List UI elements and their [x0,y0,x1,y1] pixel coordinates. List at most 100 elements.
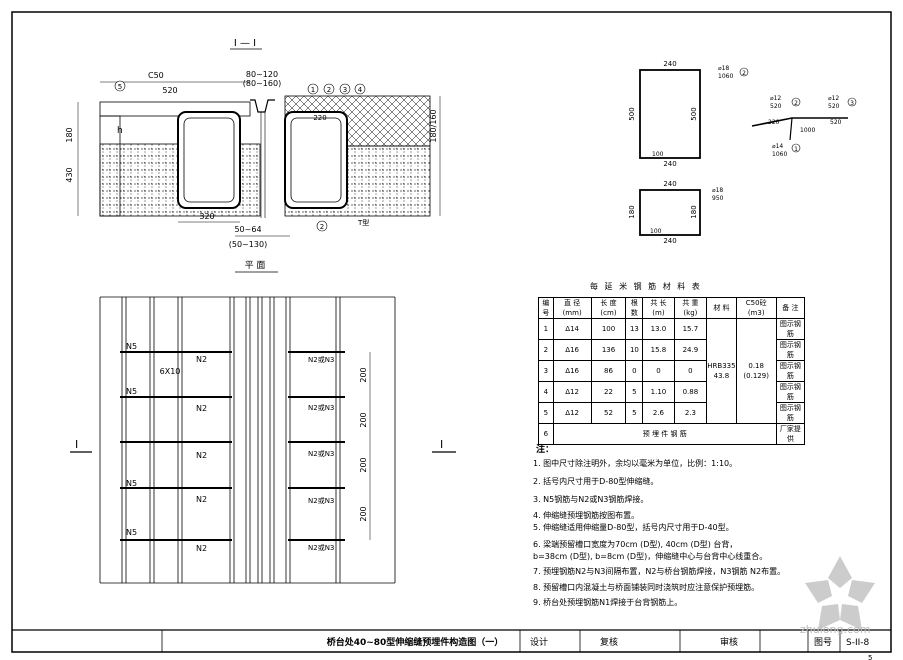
dim-gap-bottom: 50~64 [234,225,261,234]
shape3-c-len: 1060 [772,151,787,158]
table-header: 编号 直 径 (mm) 长 度 (cm) 根 数 共 长 (m) 共 重 (kg… [538,297,806,319]
note-6b: b=38cm (D型), b=8cm (D型)，伸缩缝中心与台背中心线重合。 [533,552,768,561]
cell: Δ14 [552,318,592,340]
note-2: 2. 括号内尺寸用于D-80型伸缩缝。 [533,477,659,486]
table-title: 每 延 米 钢 筋 材 料 表 [590,282,702,291]
shape3-1000: 1000 [800,127,815,134]
shape3-callout-2: 3 [850,100,854,107]
note-7: 7. 预埋钢筋N2与N3间隔布置，N2与桥台钢筋焊接，N3钢筋 N2布置。 [533,567,786,576]
shape3-callout-1: 2 [794,100,798,107]
cell: 4 [538,381,554,403]
dim-gap-top: 80~120 [246,70,278,79]
dim-200-4: 200 [359,506,368,521]
cell: 5 [538,402,554,424]
cell: Δ12 [552,402,592,424]
cell: 136 [590,339,627,361]
dim-gap-top2: (80~160) [243,79,281,88]
plan-title: 平 面 [245,260,266,271]
tb-approve: 审核 [720,636,738,648]
cell: 0 [625,360,644,382]
shape2-len: 950 [712,195,724,202]
table-row: 4 Δ12 22 5 1.10 0.88 图示钢筋 [538,381,806,403]
dim-520: 520 [162,86,177,95]
cell: 2.3 [673,402,708,424]
callout-4: 4 [358,86,363,94]
rebar-shape-3: ⌀12 520 ⌀12 520 220 1000 520 ⌀14 1060 2 … [751,95,857,158]
shape1-left: 500 [628,107,636,120]
callout-2b: 2 [320,223,324,231]
dim-200-3: 200 [359,457,368,472]
cell: 22 [590,381,627,403]
shape2-bottom: 240 [663,237,676,245]
rebar-table: 编号 直 径 (mm) 长 度 (cm) 根 数 共 长 (m) 共 重 (kg… [538,297,806,445]
cell: 10 [625,339,644,361]
cell: 15.8 [642,339,675,361]
th-concrete: C50砼 (m3) [735,297,777,319]
tb-figno: S-II-8 [846,638,870,648]
cell: 图示钢筋 [775,381,806,403]
note-3: 3. N5钢筋与N2或N3钢筋焊接。 [533,495,649,504]
shape2-top: 240 [663,180,676,188]
shape1-top: 240 [663,60,676,68]
label-n5-3: N5 [126,479,137,488]
th-dia: 直 径 (mm) [552,297,592,319]
cell: 13.0 [642,318,675,340]
cell: 24.9 [673,339,708,361]
cell: 0 [673,360,708,382]
cell: 图示钢筋 [775,318,806,340]
watermark-logo [805,556,875,630]
cell: 5 [625,402,644,424]
dim-320: 320 [199,212,214,221]
shape3-b: ⌀12 [828,95,839,102]
label-n2-3: N2 [196,451,207,460]
cell: 5 [625,381,644,403]
shape1-spec: ⌀18 [718,65,729,72]
note-6: 6. 梁端预留槽口宽度为70cm (D型), 40cm (D型) 台背， [533,540,738,549]
shape3-b-len: 520 [828,103,840,110]
cell: 86 [590,360,627,382]
plan-view: 平 面 N5 N5 N5 N5 N2 N2 [70,260,456,584]
th-weight: 共 重 (kg) [673,297,708,319]
callout-2: 2 [327,86,331,94]
rebar-shape-2: 240 180 180 240 100 ⌀18 950 [628,180,724,245]
shape1-bottom: 240 [663,160,676,168]
table-row: 3 Δ16 86 0 0 0 图示钢筋 [538,360,806,382]
tb-design: 设计 [530,636,548,648]
th-no: 编号 [538,297,554,319]
shape1-len: 1060 [718,73,733,80]
label-n5-4: N5 [126,528,137,537]
dim-6x10: 6X10 [160,367,181,376]
shape3-220: 220 [768,119,780,126]
dim-200-1: 200 [359,367,368,382]
cell: 13 [625,318,644,340]
cell: 图示钢筋 [775,339,806,361]
shape2-right: 180 [690,205,698,218]
drawing-title: 桥台处40~80型伸缩缝预埋件构造图（一） [327,636,504,648]
tb-review: 复核 [600,636,618,648]
dim-430: 430 [65,167,74,182]
label-n2n3-3: N2或N3 [308,449,334,458]
cell-concrete: 0.18(0.129) [735,318,777,424]
section-view: I — I C50 520 80~120 (80~160) 220 180 43… [65,38,441,249]
label-n5-2: N5 [126,387,137,396]
label-n2-1: N2 [196,355,207,364]
note-4: 4. 伸缩缝预埋钢筋按图布置。 [533,511,640,520]
dim-h: h [117,126,123,136]
callout-5: 5 [118,83,122,91]
label-n5-1: N5 [126,342,137,351]
label-n2-2: N2 [196,404,207,413]
cell: 2 [538,339,554,361]
note-9: 9. 桥台处预埋钢筋N1焊接于台背钢筋上。 [533,598,683,607]
cell: 52 [590,402,627,424]
cell: 0.88 [673,381,708,403]
section-title: I — I [234,38,256,49]
dim-c50: C50 [148,71,164,80]
cell: 0 [642,360,675,382]
notes-title: 注： [536,445,555,455]
th-material: 材 料 [706,297,737,319]
cell: 预 埋 件 钢 筋 [552,423,777,445]
note-1: 1. 图中尺寸除注明外，余均以毫米为单位，比例：1:10。 [533,459,738,468]
